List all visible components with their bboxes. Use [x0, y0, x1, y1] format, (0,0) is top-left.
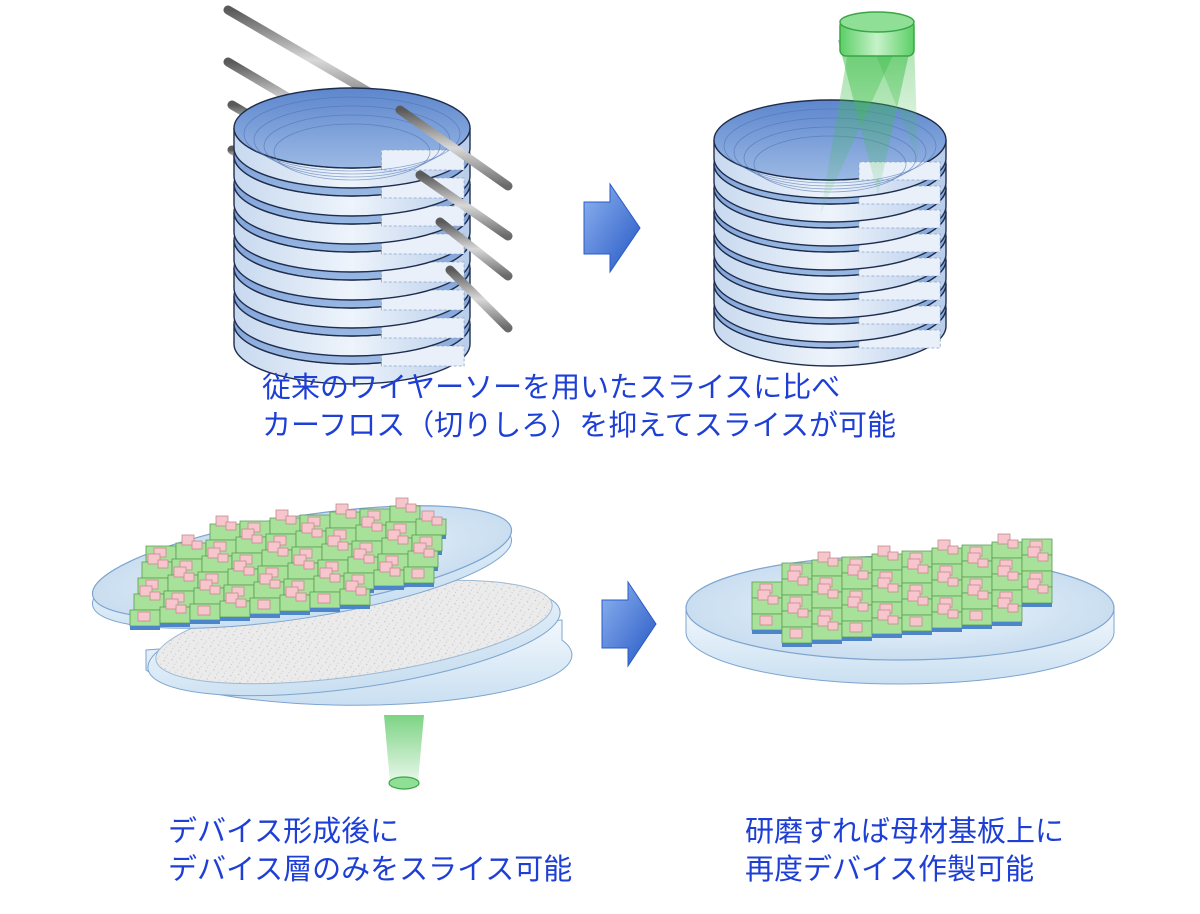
device-cell: [1021, 578, 1053, 607]
laser-sliced-ingot: [713, 11, 947, 367]
caption-bottom-left-line1: デバイス形成後に: [168, 814, 400, 848]
substrate-wafer: [145, 579, 573, 706]
device-cell: [751, 613, 783, 634]
caption-bottom-right-line2: 再度デバイス作製可能: [745, 852, 1035, 886]
reusable-substrate: [685, 533, 1115, 685]
device-cell: [811, 615, 843, 644]
device-cell: [991, 597, 1023, 626]
wafer-ring: [263, 114, 441, 178]
device-array-right: [751, 533, 1053, 647]
device-cell: [781, 626, 813, 647]
device-cell: [931, 603, 963, 632]
caption-top: 従来のワイヤーソーを用いたスライスに比べ カーフロス（切りしろ）を抑えてスライス…: [262, 368, 896, 444]
wafer-ring: [243, 96, 461, 172]
caption-top-line2: カーフロス（切りしろ）を抑えてスライスが可能: [262, 408, 896, 442]
device-cell: [339, 580, 371, 609]
caption-bottom-right-line1: 研磨すれば母材基板上に: [745, 814, 1065, 848]
device-cell: [129, 609, 161, 630]
caption-bottom-left-line2: デバイス層のみをスライス可能: [168, 852, 573, 886]
device-cell: [249, 597, 281, 618]
laser-beam: [820, 11, 918, 215]
caption-bottom-right: 研磨すれば母材基板上に 再度デバイス作製可能: [745, 812, 1064, 888]
device-wafer-upper: [91, 497, 513, 630]
wafer-stack-sliced: [233, 87, 471, 385]
device-layer-slicing: [91, 497, 573, 790]
device-cell: [309, 591, 341, 612]
saw-wires-front: [395, 105, 513, 333]
right-block-arrow-icon: [601, 580, 657, 668]
caption-top-line1: 従来のワイヤーソーを用いたスライスに比べ: [262, 370, 841, 404]
caption-bottom-left: デバイス形成後に デバイス層のみをスライス可能: [168, 812, 572, 888]
device-array-left: [129, 497, 447, 630]
wire-saw-ingot: [223, 5, 513, 385]
device-cell: [189, 603, 221, 624]
wafer-ring: [273, 123, 431, 181]
device-cell: [841, 620, 873, 641]
right-block-arrow-icon: [583, 182, 641, 274]
device-cell: [901, 614, 933, 635]
device-cell: [961, 608, 993, 629]
wafer-slice: [233, 87, 471, 189]
device-cell: [373, 561, 405, 590]
device-cell: [159, 598, 191, 627]
device-cell: [403, 566, 435, 587]
device-cell: [279, 586, 311, 615]
laser-beam-bottom: [384, 715, 424, 790]
